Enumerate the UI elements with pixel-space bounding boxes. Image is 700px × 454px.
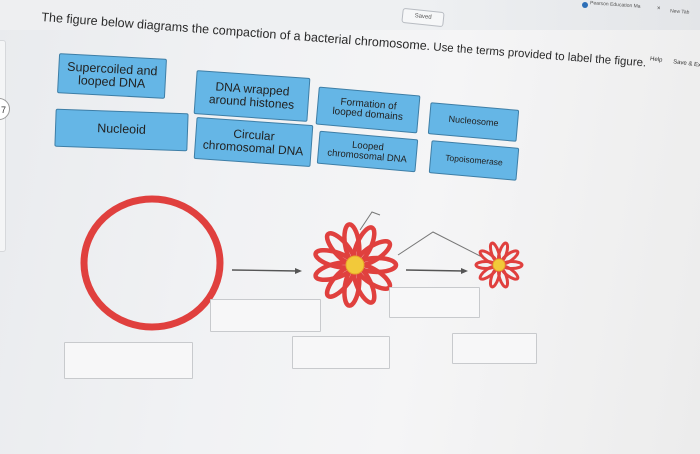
circular-dna-ring [80,195,224,331]
browser-tabbar: Pearson Education Ma × New Tab [0,0,700,30]
protein-core [492,258,506,272]
supercoiled-loops-icon [474,241,524,289]
left-side-panel [0,40,6,252]
drop-target-2[interactable] [210,299,321,332]
drop-target-1[interactable] [64,342,193,379]
drop-target-5[interactable] [452,333,537,364]
drop-target-3[interactable] [292,336,390,369]
arrow-2-icon [405,268,468,274]
leader-line-2 [397,231,485,259]
tab-close-icon[interactable]: × [657,6,661,12]
drop-target-4[interactable] [389,287,480,318]
pearson-favicon-icon [582,2,588,8]
looped-domains-icon [313,222,399,308]
leader-line-1 [359,211,381,231]
arrow-1-icon [231,268,302,274]
protein-core [345,255,365,275]
